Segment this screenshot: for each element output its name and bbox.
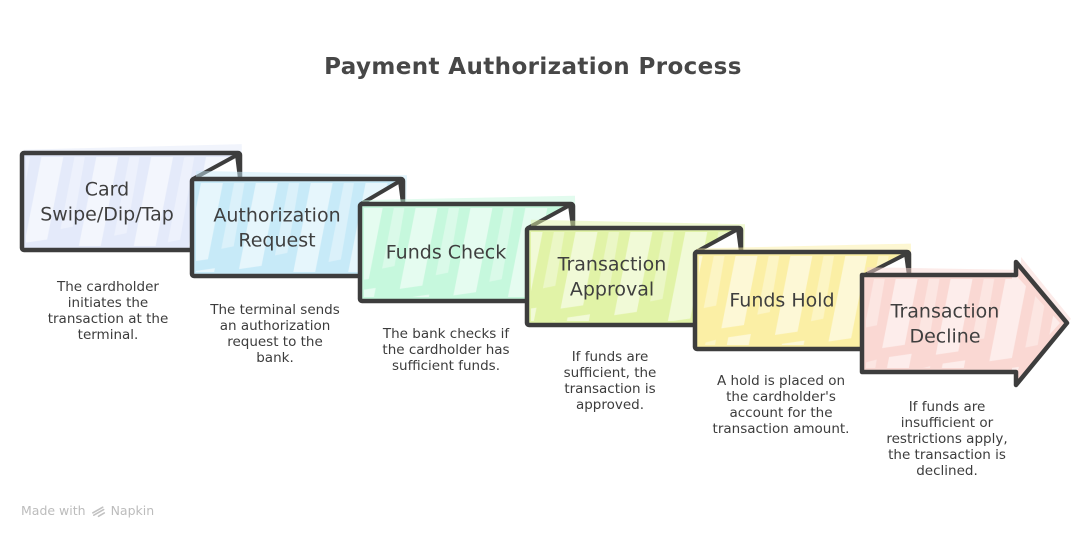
watermark-brand: Napkin xyxy=(110,503,155,518)
step-label-funds-hold: Funds Hold xyxy=(729,289,835,312)
step-label-authorization-request: Authorization Request xyxy=(213,204,341,251)
step-label-transaction-approval: Transaction Approval xyxy=(557,253,667,300)
diagram-title: Payment Authorization Process xyxy=(324,54,742,80)
step-desc-card-swipe: The cardholder initiates the transaction… xyxy=(47,279,169,343)
step-label-funds-check: Funds Check xyxy=(385,241,507,264)
paint-texture xyxy=(866,271,1060,376)
step-desc-funds-check: The bank checks if the cardholder has su… xyxy=(382,326,510,374)
step-label-transaction-decline: Transaction Decline xyxy=(890,300,1000,347)
step-label-card-swipe: Card Swipe/Dip/Tap xyxy=(40,178,174,225)
step-desc-transaction-approval: If funds are sufficient, the transaction… xyxy=(563,349,657,413)
step-desc-funds-hold: A hold is placed on the cardholder's acc… xyxy=(712,373,850,437)
arrow-outline xyxy=(859,259,1070,388)
watermark: Made with Napkin xyxy=(21,503,154,518)
napkin-logo-icon xyxy=(91,506,105,518)
step-desc-authorization-request: The terminal sends an authorization requ… xyxy=(210,302,340,366)
step-card-6 xyxy=(859,256,1071,388)
watermark-text: Made with xyxy=(21,503,86,518)
step-desc-transaction-decline: If funds are insufficient or restriction… xyxy=(886,399,1008,479)
